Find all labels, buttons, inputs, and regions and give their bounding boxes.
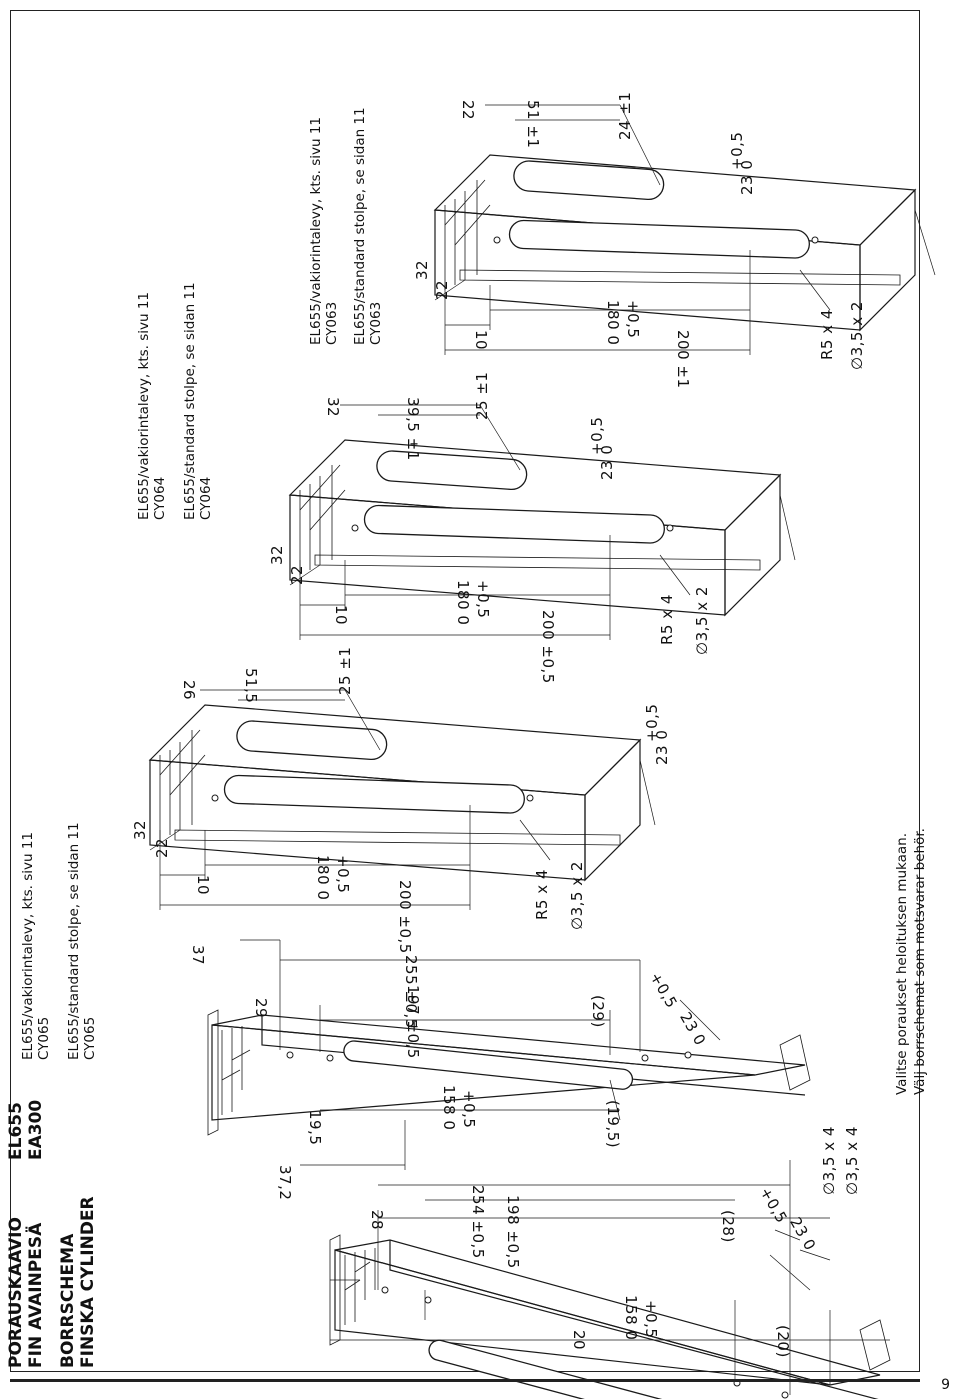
slot-a — [428, 1339, 721, 1399]
dim-c-hole: ∅3,5 x 2 — [568, 861, 586, 930]
note-cy065-fi: EL655/vakiorintalevy, kts. sivu 11 — [20, 831, 36, 1060]
profile-a — [329, 1160, 891, 1399]
note-cy065-code-a: CY065 — [36, 1016, 52, 1060]
dim-e-200: 200 ±1 — [674, 330, 692, 389]
dim-d-395: 39,5 ±1 — [404, 397, 422, 461]
subtitle-sv: FINSKA CYLINDER — [78, 1196, 98, 1368]
dim-c-180-tol: +0,5 — [334, 855, 352, 894]
dim-c-515: 51,5 — [242, 668, 260, 704]
dim-b-195: 19,5 — [306, 1110, 324, 1146]
dim-d-32-top: 32 — [324, 397, 342, 418]
dim-a-158-tol: +0,5 — [642, 1300, 660, 1339]
page-bar — [10, 1379, 920, 1382]
note-cy063-code-b: CY063 — [368, 301, 384, 345]
note-cy064-code-a: CY064 — [152, 476, 168, 520]
note-cy065-code-b: CY065 — [82, 1016, 98, 1060]
profile-c — [148, 689, 656, 910]
dim-a-28: 28 — [368, 1210, 386, 1231]
dim-a-198: 198 ±0,5 — [504, 1195, 522, 1269]
dim-a-158: 158 0 — [622, 1295, 640, 1341]
dim-a-28p: (28) — [719, 1210, 737, 1243]
note-cy064-sv: EL655/standard stolpe, se sidan 11 — [182, 282, 198, 520]
slot-e — [508, 219, 810, 259]
model-el655: EL655 — [6, 1102, 26, 1160]
dim-b-255: 255 ±0,5 — [402, 955, 420, 1029]
profile-e — [433, 104, 936, 355]
slot-b — [343, 1040, 634, 1090]
dim-c-26: 26 — [180, 680, 198, 701]
dim-d-200: 200 ±0,5 — [539, 610, 557, 684]
dim-d-180-tol: +0,5 — [474, 580, 492, 619]
dim-c-32: 32 — [131, 819, 149, 840]
dim-c-10: 10 — [194, 875, 212, 896]
dim-c-200: 200 ±0,5 — [396, 880, 414, 954]
dim-e-180-tol: +0,5 — [624, 300, 642, 339]
dim-a-hole2: ∅3,5 x 4 — [843, 1126, 861, 1195]
dim-d-22: 22 — [288, 564, 306, 585]
dim-b-37: 37 — [189, 945, 207, 966]
dim-b-29: 29 — [252, 998, 270, 1019]
footer-note-sv: Välj borrschemat som motsvarar behör. — [912, 828, 928, 1095]
title-sv: BORRSCHEMA — [58, 1233, 78, 1368]
dim-a-hole1: ∅3,5 x 4 — [820, 1126, 838, 1195]
drawing-frame — [10, 10, 920, 1372]
dim-c-25: 25 ±1 — [336, 646, 354, 695]
subtitle-fi: FIN AVAINPESÄ — [26, 1222, 46, 1368]
dim-e-24: 24 ±1 — [616, 91, 634, 140]
dim-d-r5: R5 x 4 — [658, 594, 676, 645]
dim-d-32: 32 — [268, 544, 286, 565]
dim-a-20: 20 — [570, 1330, 588, 1351]
dim-e-32: 32 — [413, 259, 431, 280]
dim-e-10: 10 — [472, 330, 490, 351]
title-fi: PORAUSKAAVIO — [6, 1217, 26, 1368]
dim-e-180: 180 0 — [604, 300, 622, 346]
dim-b-158-tol: +0,5 — [460, 1090, 478, 1129]
dim-e-22-top: 22 — [459, 100, 477, 121]
dim-c-23-tol: +0,5 — [643, 703, 661, 742]
dim-d-23-tol: +0,5 — [588, 416, 606, 455]
note-cy063-code-a: CY063 — [324, 301, 340, 345]
slot-d — [363, 504, 665, 544]
profile-d — [288, 404, 796, 640]
profile-b — [207, 939, 811, 1170]
dim-e-51: 51 ±1 — [524, 100, 542, 149]
dim-e-22: 22 — [433, 279, 451, 300]
dim-a-254: 254 ±0,5 — [469, 1185, 487, 1259]
dim-a-20p: (20) — [774, 1325, 792, 1358]
dim-b-195p: (19,5) — [604, 1100, 622, 1149]
dim-d-10: 10 — [332, 605, 350, 626]
note-cy064-code-b: CY064 — [198, 476, 214, 520]
dim-b-29p: (29) — [589, 995, 607, 1028]
dim-d-hole: ∅3,5 x 2 — [693, 586, 711, 655]
note-cy063-sv: EL655/standard stolpe, se sidan 11 — [352, 107, 368, 345]
dim-e-23-tol: +0,5 — [728, 131, 746, 170]
dim-b-158: 158 0 — [440, 1085, 458, 1131]
note-cy064-fi: EL655/vakiorintalevy, kts. sivu 11 — [136, 291, 152, 520]
dim-c-r5: R5 x 4 — [533, 869, 551, 920]
dim-c-180: 180 0 — [314, 855, 332, 901]
dim-d-180: 180 0 — [454, 580, 472, 626]
note-cy063-fi: EL655/vakiorintalevy, kts. sivu 11 — [308, 116, 324, 345]
dim-c-22: 22 — [153, 837, 171, 858]
note-cy065-sv: EL655/standard stolpe, se sidan 11 — [66, 822, 82, 1060]
dim-a-372: 37,2 — [276, 1165, 294, 1201]
page-number: 9 — [941, 1377, 950, 1393]
dim-e-hole: ∅3,5 x 2 — [848, 301, 866, 370]
dim-e-r5: R5 x 4 — [818, 309, 836, 360]
model-ea300: EA300 — [26, 1099, 46, 1160]
slot-c — [223, 774, 525, 814]
footer-note-fi: Valitse poraukset heloituksen mukaan. — [894, 833, 910, 1095]
dim-d-25: 25 ±1 — [473, 371, 491, 420]
